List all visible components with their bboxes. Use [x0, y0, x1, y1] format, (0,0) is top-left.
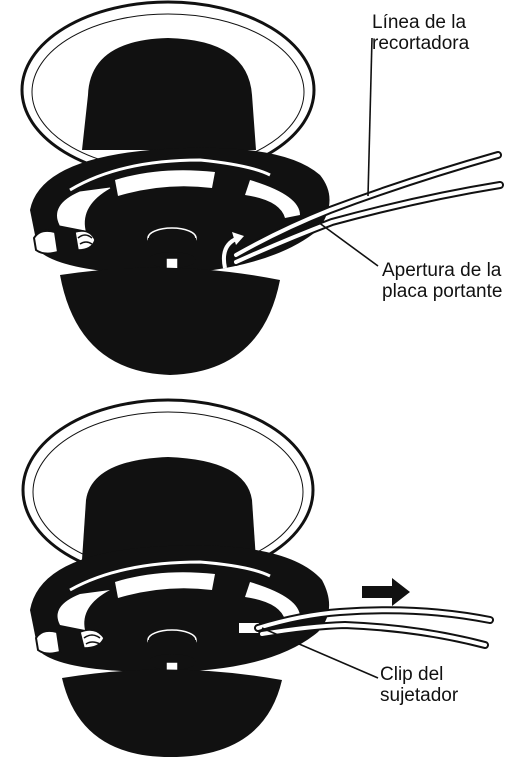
spool-hub-bottom [82, 457, 256, 560]
leader-linea [368, 38, 372, 196]
spool-hub-top [82, 38, 256, 150]
label-carrier-plate-opening-2: placa portante [382, 281, 502, 302]
leader-apertura [318, 222, 378, 266]
label-retainer-clip-2: sujetador [380, 685, 458, 706]
label-carrier-plate-opening-1: Apertura de la [382, 260, 502, 281]
label-trimmer-line-1: Línea de la [372, 12, 469, 33]
pull-direction-arrow-icon [362, 578, 410, 606]
label-trimmer-line-2: recortadora [372, 33, 469, 54]
spool-cap-top [60, 268, 280, 375]
label-carrier-plate-opening: Apertura de la placa portante [382, 260, 502, 302]
label-trimmer-line: Línea de la recortadora [372, 12, 469, 54]
label-retainer-clip: Clip del sujetador [380, 664, 458, 706]
label-retainer-clip-1: Clip del [380, 664, 458, 685]
top-assembly [22, 2, 500, 375]
spool-cap-bottom [62, 669, 282, 757]
